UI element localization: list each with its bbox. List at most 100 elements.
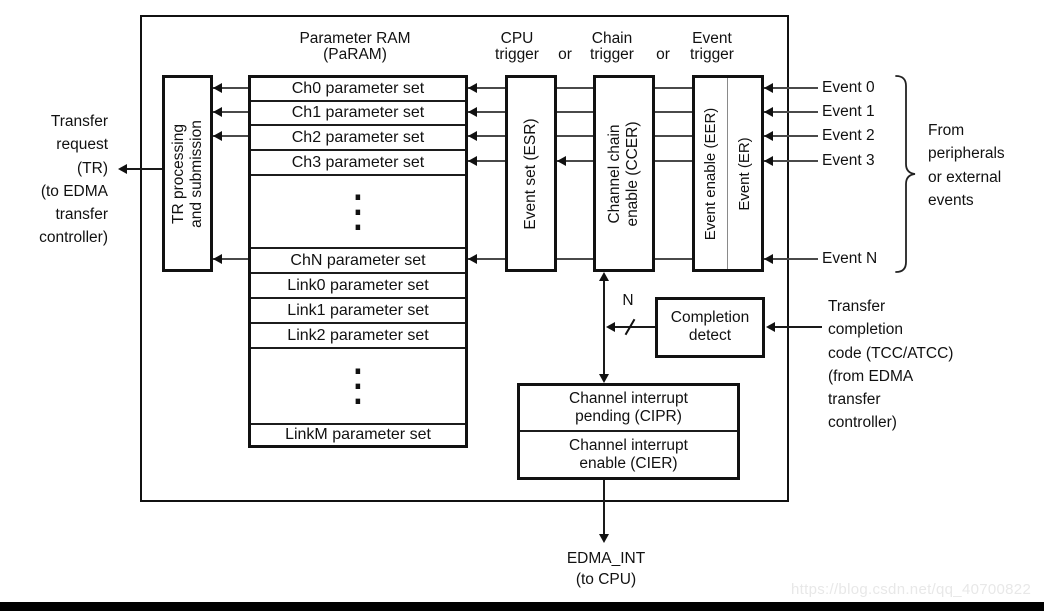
- chain-trigger-line2: trigger: [590, 46, 634, 63]
- param-ram-header-line1: Parameter RAM: [299, 30, 411, 47]
- cpu-trigger-line1: CPU: [500, 30, 534, 47]
- arrow-into-er-event0: [764, 83, 773, 93]
- arrow-into-param-ch1: [468, 107, 477, 117]
- chN-to-tr-line: [213, 258, 248, 260]
- chain-trigger-header: Chain trigger: [572, 31, 652, 63]
- events-source-line2: peripherals: [928, 145, 1005, 163]
- tcc-note-line3: code (TCC/ATCC): [828, 344, 954, 362]
- ch0-to-tr-line: [213, 87, 248, 89]
- tcc-input-line: [768, 326, 822, 328]
- arrow-into-er-event2: [764, 131, 773, 141]
- arrow-into-tr-ch1: [213, 107, 222, 117]
- ccer-line1: Channel chain: [606, 123, 623, 224]
- esr-label: Event set (ESR): [522, 117, 539, 230]
- events-source-line3: or external: [928, 168, 1002, 186]
- tr-processing-box: TR processing and submission: [162, 75, 213, 272]
- tcc-note-line2: completion: [828, 321, 903, 339]
- arrow-into-er-eventN: [764, 254, 773, 264]
- event-trigger-header: Event trigger: [672, 31, 752, 63]
- event-trigger-line1: Event: [692, 30, 732, 47]
- bus-width-label: N: [622, 292, 634, 309]
- tcc-note-line6: controller): [828, 414, 897, 432]
- cpu-trigger-header: CPU trigger: [477, 31, 557, 63]
- tr-note-line4: (to EDMA: [40, 182, 108, 200]
- completion-detect-line1: Completion: [670, 309, 750, 326]
- ccer-box: Channel chain enable (CCER): [593, 75, 655, 272]
- chain-trigger-line1: Chain: [591, 30, 633, 47]
- tr-note-line3: (TR): [77, 159, 108, 177]
- eer-column: Event enable (EER): [695, 78, 728, 269]
- tcc-note-line4: (from EDMA: [828, 367, 914, 385]
- param-row-linkM: LinkM parameter set: [251, 423, 465, 445]
- er-column: Event (ER): [728, 78, 761, 269]
- arrow-into-param-ch3: [468, 156, 477, 166]
- arrow-tr-output: [118, 164, 127, 174]
- param-ellipsis-2: ⋮: [251, 347, 465, 423]
- param-ellipsis-1: ⋮: [251, 174, 465, 247]
- arrow-into-tr-ch2: [213, 131, 222, 141]
- param-ram-box: Ch0 parameter set Ch1 parameter set Ch2 …: [248, 75, 468, 448]
- ch1-to-tr-line: [213, 111, 248, 113]
- completion-detect-line2: detect: [688, 327, 732, 344]
- ch2-to-tr-line: [213, 135, 248, 137]
- param-row-link0: Link0 parameter set: [251, 272, 465, 297]
- event1-label: Event 1: [822, 103, 875, 120]
- arrow-down-edma-int: [599, 534, 609, 543]
- er-label: Event (ER): [735, 136, 753, 211]
- param-ram-header-line2: (PaRAM): [323, 46, 387, 63]
- completion-bus-line: [608, 326, 655, 328]
- tr-note-line5: transfer: [55, 206, 108, 224]
- channel-interrupt-box: Channel interrupt pending (CIPR) Channel…: [517, 383, 740, 480]
- arrow-into-tr-ch0: [213, 83, 222, 93]
- param-row-link2: Link2 parameter set: [251, 322, 465, 347]
- events-group-brace: [895, 75, 916, 273]
- tcc-note: Transfer completion code (TCC/ATCC) (fro…: [828, 295, 1038, 435]
- tr-processing-line2: and submission: [187, 119, 205, 228]
- ccer-line2: enable (CCER): [624, 120, 641, 227]
- event3-label: Event 3: [822, 152, 875, 169]
- tr-note-line6: controller): [39, 229, 108, 247]
- cipr-line1: Channel interrupt: [569, 390, 688, 407]
- or-label-1: or: [558, 46, 572, 63]
- edma-int-line2: (to CPU): [575, 571, 637, 588]
- param-row-ch0: Ch0 parameter set: [291, 80, 425, 97]
- or-label-2: or: [656, 46, 670, 63]
- events-source-line4: events: [928, 191, 974, 209]
- tr-note-line1: Transfer: [50, 113, 108, 130]
- edma-int-line1: EDMA_INT: [566, 550, 646, 567]
- cier-cell: Channel interrupt enable (CIER): [520, 432, 737, 477]
- eer-label: Event enable (EER): [702, 107, 719, 240]
- event2-label: Event 2: [822, 127, 875, 144]
- event0-label: Event 0: [822, 79, 875, 96]
- transfer-request-note: Transfer request (TR) (to EDMA transfer …: [2, 110, 108, 250]
- tr-processing-line1: TR processing: [169, 123, 187, 224]
- param-row-chN: ChN parameter set: [251, 247, 465, 272]
- cier-line2: enable (CIER): [579, 454, 678, 472]
- arrow-into-param-chN: [468, 254, 477, 264]
- arrow-into-er-event1: [764, 107, 773, 117]
- param-row-ch2: Ch2 parameter set: [251, 124, 465, 149]
- tr-note-line2: request: [56, 136, 108, 154]
- watermark-url: https://blog.csdn.net/qq_40700822: [791, 581, 1032, 598]
- edma-int-line: [603, 480, 605, 536]
- param-ram-header: Parameter RAM (PaRAM): [255, 31, 455, 63]
- event-trigger-line2: trigger: [690, 46, 734, 63]
- param-row-ch1: Ch1 parameter set: [251, 100, 465, 124]
- events-source-line1: From: [928, 122, 965, 139]
- arrow-chain-into-esr: [557, 156, 566, 166]
- completion-detect-box: Completion detect: [655, 297, 765, 358]
- esr-box: Event set (ESR): [505, 75, 557, 272]
- eventN-label: Event N: [822, 250, 878, 267]
- arrow-into-param-ch2: [468, 131, 477, 141]
- arrow-completion-bus: [606, 322, 615, 332]
- arrow-into-param-ch0: [468, 83, 477, 93]
- arrow-up-into-ccer: [599, 272, 609, 281]
- tcc-note-line5: transfer: [828, 391, 881, 409]
- edma-int-note: EDMA_INT (to CPU): [536, 548, 676, 590]
- cipr-cell: Channel interrupt pending (CIPR): [520, 386, 737, 432]
- tr-processing-label: TR processing and submission: [170, 120, 206, 228]
- tr-output-line: [120, 168, 162, 170]
- param-row-ch3: Ch3 parameter set: [251, 149, 465, 174]
- cipr-line2: pending (CIPR): [575, 408, 682, 425]
